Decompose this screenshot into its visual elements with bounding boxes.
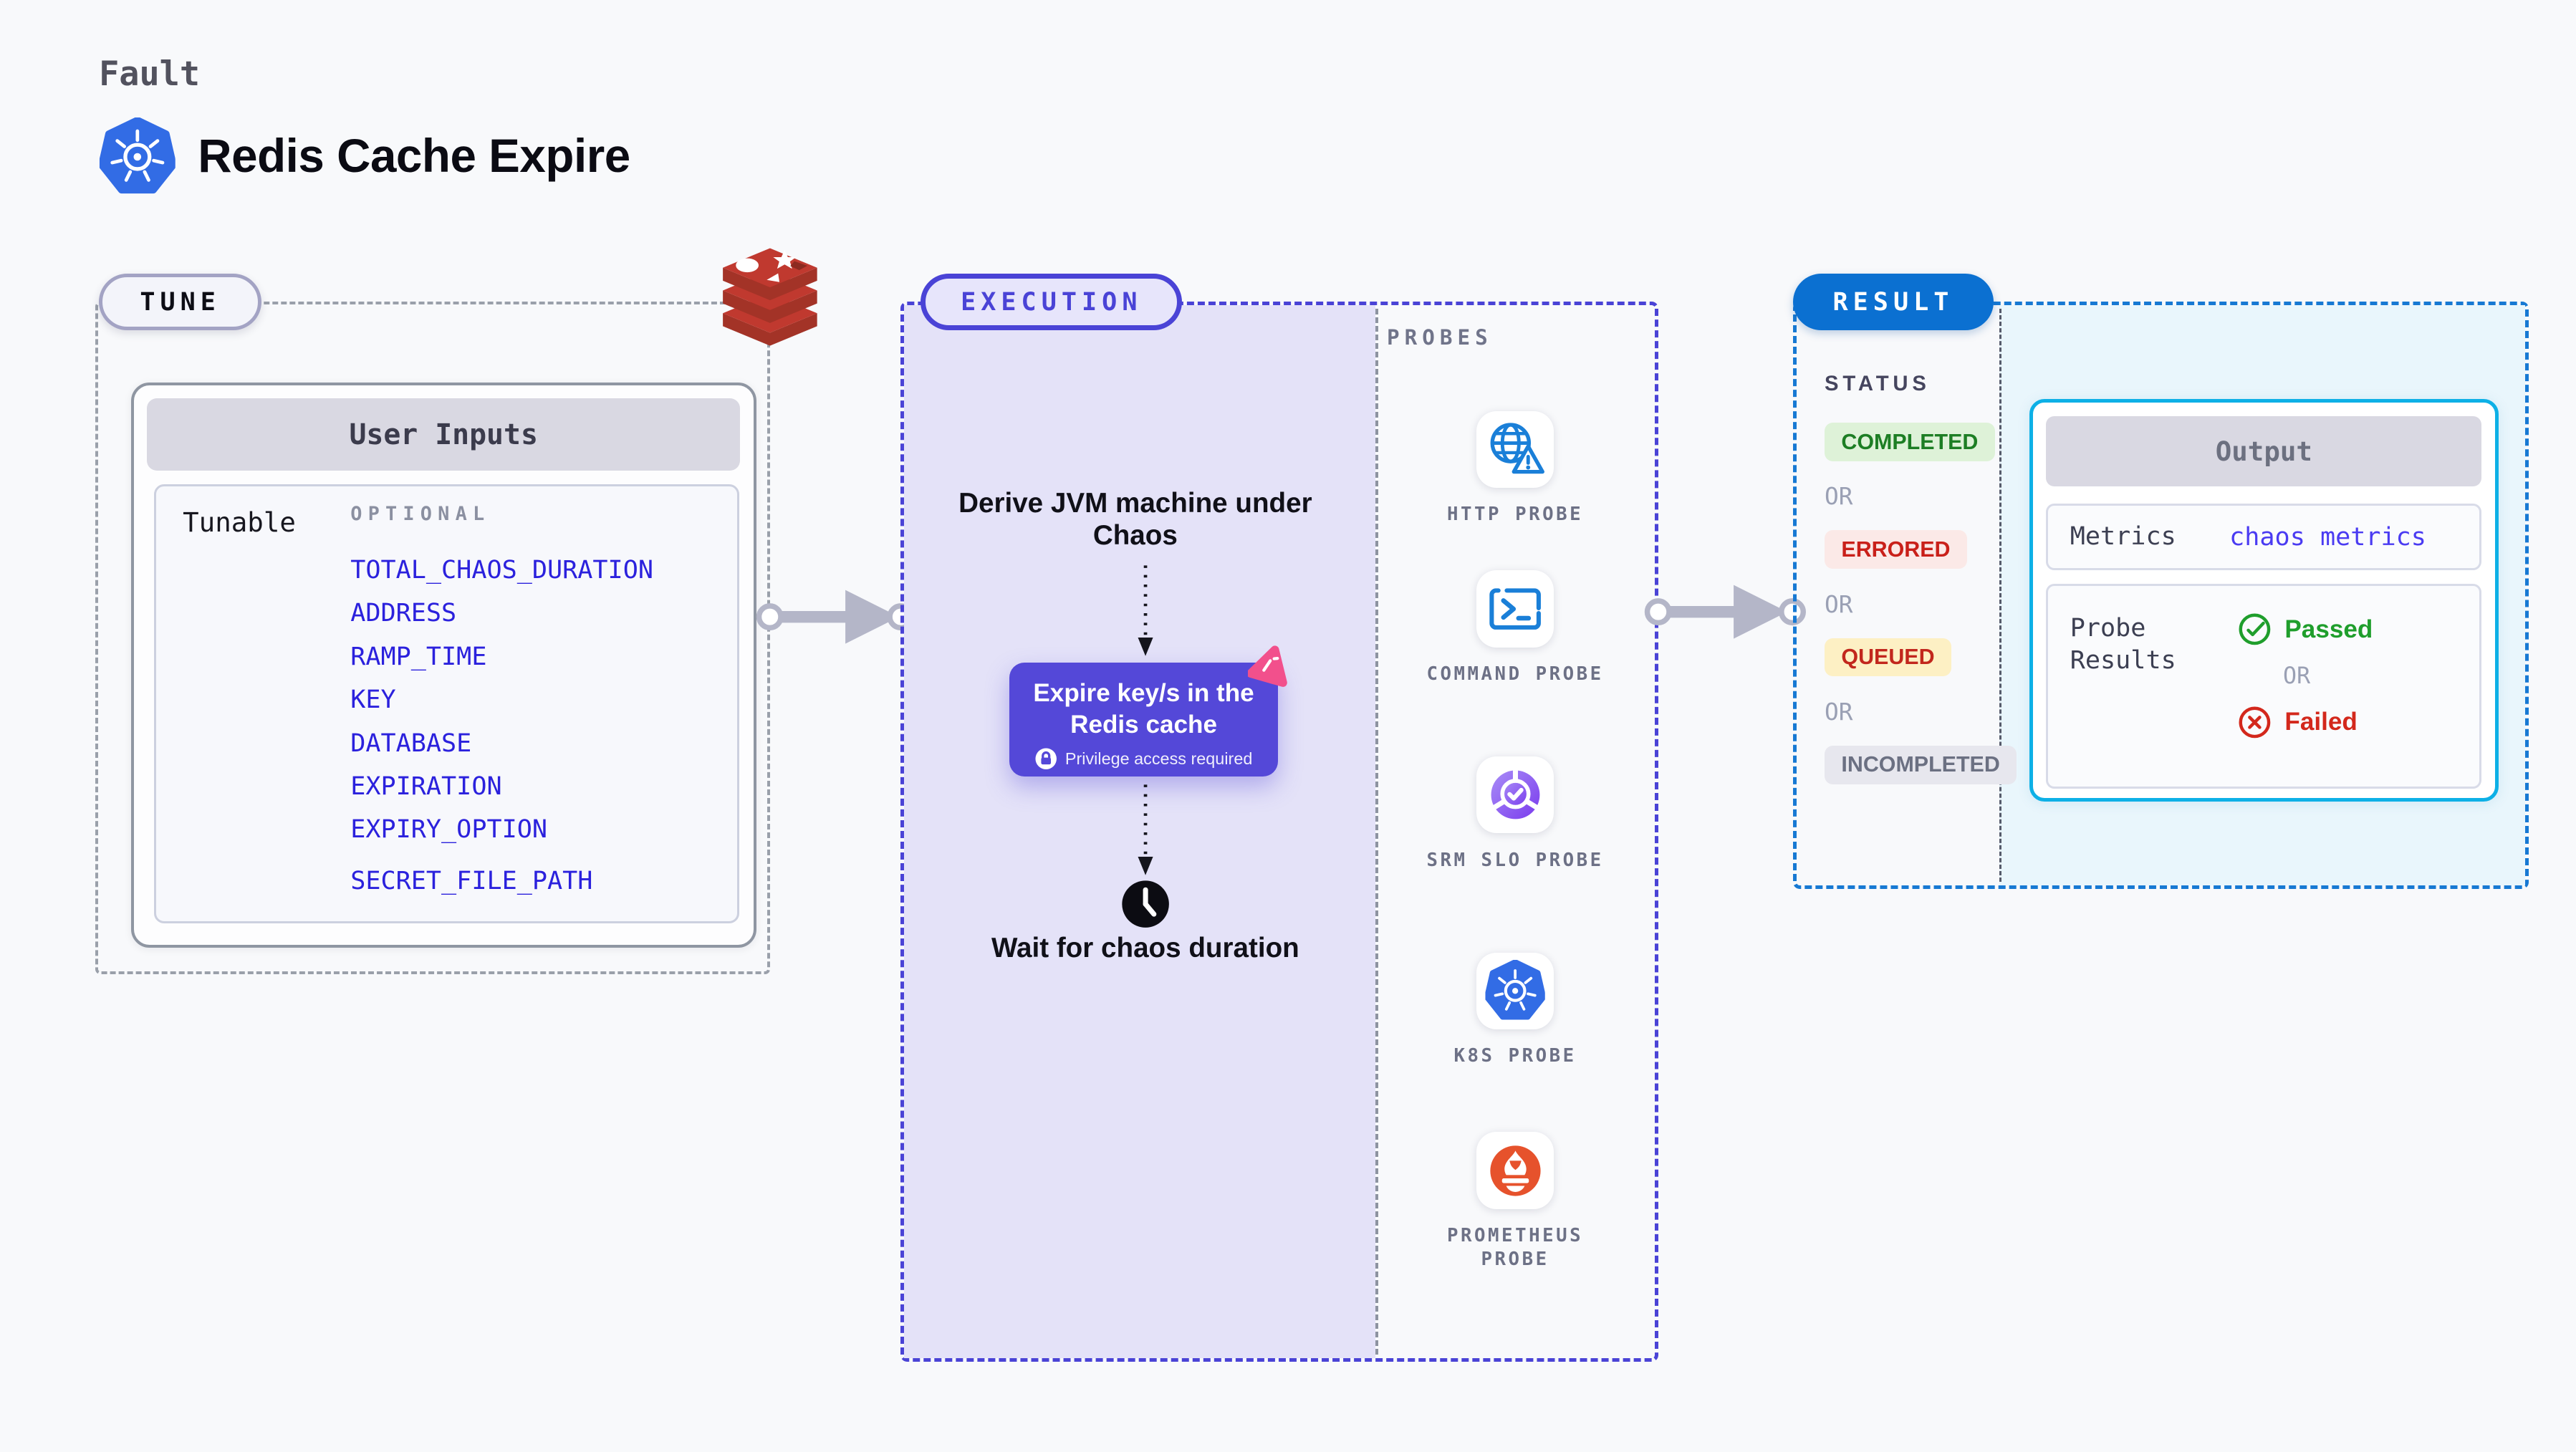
globe-alert-icon [1490,423,1544,474]
param-item: DATABASE [350,728,472,758]
param-item: KEY [350,685,396,715]
probe-card [1476,1132,1554,1209]
user-inputs-title: User Inputs [147,398,741,471]
privilege-note-text: Privilege access required [1064,749,1253,768]
metrics-value: chaos metrics [2229,521,2426,552]
user-inputs-panel: User Inputs Tunable OPTIONAL TOTAL_CHAOS… [130,382,756,948]
flow-arrow-down [1138,564,1153,656]
status-column: STATUS COMPLETED OR ERRORED OR QUEUED OR… [1825,372,2017,806]
execution-badge: EXECUTION [921,273,1183,331]
chaos-action-title: Expire key/s in the Redis cache [1033,678,1254,739]
terminal-icon [1489,587,1541,630]
status-badge-errored: ERRORED [1825,530,1967,569]
probe-results-label: Probe Results [2070,613,2176,675]
or-label: OR [2283,663,2311,689]
user-inputs-body: Tunable OPTIONAL TOTAL_CHAOS_DURATION AD… [153,484,739,924]
chaos-action-card: Expire key/s in the Redis cache Privileg… [1009,645,1287,777]
flow-arrow-down [1138,784,1153,875]
probe-srm-slo: SRM SLO PROBE [1413,756,1616,872]
param-item: EXPIRY_OPTION [350,814,548,845]
kubernetes-icon [1485,960,1545,1022]
probe-command: COMMAND PROBE [1413,569,1616,686]
status-label: STATUS [1825,372,1931,395]
params-list: OPTIONAL TOTAL_CHAOS_DURATION ADDRESS RA… [350,503,653,903]
or-label: OR [1825,590,1853,618]
status-badge-queued: QUEUED [1825,638,1951,677]
execution-section-box [900,302,1659,1362]
probes-label: PROBES [1387,325,1493,350]
probe-label: PROMETHEUS PROBE [1447,1224,1584,1270]
param-item: TOTAL_CHAOS_DURATION [350,555,653,585]
metrics-label: Metrics [2070,521,2176,552]
check-circle-icon [2239,613,2271,645]
failed-label: Failed [2284,708,2358,736]
param-item: SECRET_FILE_PATH [350,866,593,896]
prometheus-icon [1489,1145,1541,1196]
kubernetes-icon [99,117,176,196]
passed-label: Passed [2284,615,2373,643]
probe-card [1476,756,1554,834]
probe-results-values: Passed OR Failed [2238,612,2373,786]
page-title: Redis Cache Expire [198,130,630,183]
redis-icon [722,248,817,346]
probe-http: HTTP PROBE [1413,410,1616,527]
privilege-note: Privilege access required [1009,748,1278,770]
metrics-row: Metrics chaos metrics [2046,503,2482,571]
tunable-label: Tunable [183,506,296,538]
probe-label: HTTP PROBE [1447,504,1584,526]
param-item: ADDRESS [350,598,457,628]
arrow-tune-to-execution [756,590,915,644]
arrow-execution-to-result [1645,585,1807,639]
optional-group-label: OPTIONAL [350,503,491,526]
clock-icon [1122,880,1169,928]
probe-prometheus: PROMETHEUS PROBE [1413,1132,1616,1271]
slo-check-icon [1491,770,1540,819]
param-item: RAMP_TIME [350,641,487,671]
step-wait-duration: Wait for chaos duration [991,932,1299,963]
probe-card [1476,952,1554,1030]
chaos-icon [1247,645,1287,687]
or-label: OR [1825,698,1853,726]
result-badge: RESULT [1792,273,1994,331]
param-item: EXPIRATION [350,771,502,801]
status-badge-incompleted: INCOMPLETED [1825,745,2017,784]
x-circle-icon [2239,706,2271,739]
probe-label: SRM SLO PROBE [1426,849,1604,871]
probes-divider [1375,309,1378,1355]
probe-label: K8S PROBE [1453,1045,1577,1067]
output-panel: Output Metrics chaos metrics Probe Resul… [2029,399,2499,802]
probe-k8s: K8S PROBE [1413,952,1616,1069]
lock-icon [1035,748,1057,770]
probe-label: COMMAND PROBE [1426,663,1604,685]
step-derive-jvm: Derive JVM machine under Chaos [958,488,1312,551]
tune-section-box [95,302,770,975]
tune-badge: TUNE [99,273,262,331]
probe-card [1476,569,1554,648]
result-divider [1999,309,2002,883]
probe-card [1476,410,1554,489]
fault-kicker: Fault [99,55,201,95]
probe-results-row: Probe Results Passed OR Failed [2046,583,2482,789]
execution-lane [904,305,1375,1358]
output-title: Output [2046,415,2482,487]
status-badge-completed: COMPLETED [1825,423,1995,461]
or-label: OR [1825,483,1853,511]
